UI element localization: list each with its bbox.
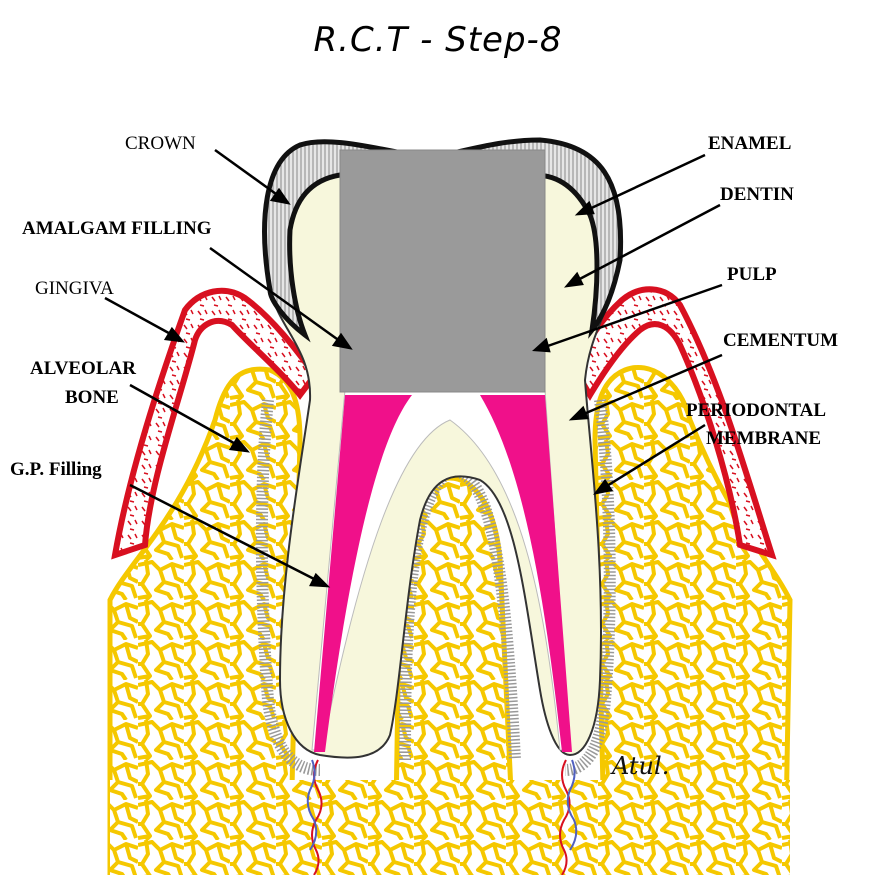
label-gingiva: GINGIVA bbox=[35, 278, 114, 299]
label-amalgam-filling: AMALGAM FILLING bbox=[22, 218, 212, 239]
pulp bbox=[311, 389, 571, 751]
label-dentin: DENTIN bbox=[720, 184, 794, 205]
leader-arrows bbox=[104, 148, 723, 588]
label-periodontal: PERIODONTAL bbox=[686, 400, 827, 421]
label-alveolar: ALVEOLAR bbox=[30, 358, 136, 379]
label-enamel: ENAMEL bbox=[708, 133, 792, 154]
label-cementum: CEMENTUM bbox=[723, 330, 839, 351]
label-membrane: MEMBRANE bbox=[706, 428, 822, 449]
label-gp-filling: G.P. Filling bbox=[10, 459, 102, 480]
neurovascular-bundle bbox=[306, 759, 578, 875]
label-pulp: PULP bbox=[727, 264, 777, 285]
enamel bbox=[262, 137, 624, 343]
periodontal-membrane bbox=[255, 399, 616, 776]
label-crown: CROWN bbox=[125, 133, 196, 154]
alveolar-bone bbox=[107, 364, 793, 875]
amalgam-filling bbox=[339, 149, 546, 393]
label-bone: BONE bbox=[65, 387, 119, 408]
gp-filling bbox=[314, 395, 572, 752]
artist-signature: Atul. bbox=[612, 752, 670, 780]
diagram-title: R.C.T - Step-8 bbox=[313, 20, 563, 60]
